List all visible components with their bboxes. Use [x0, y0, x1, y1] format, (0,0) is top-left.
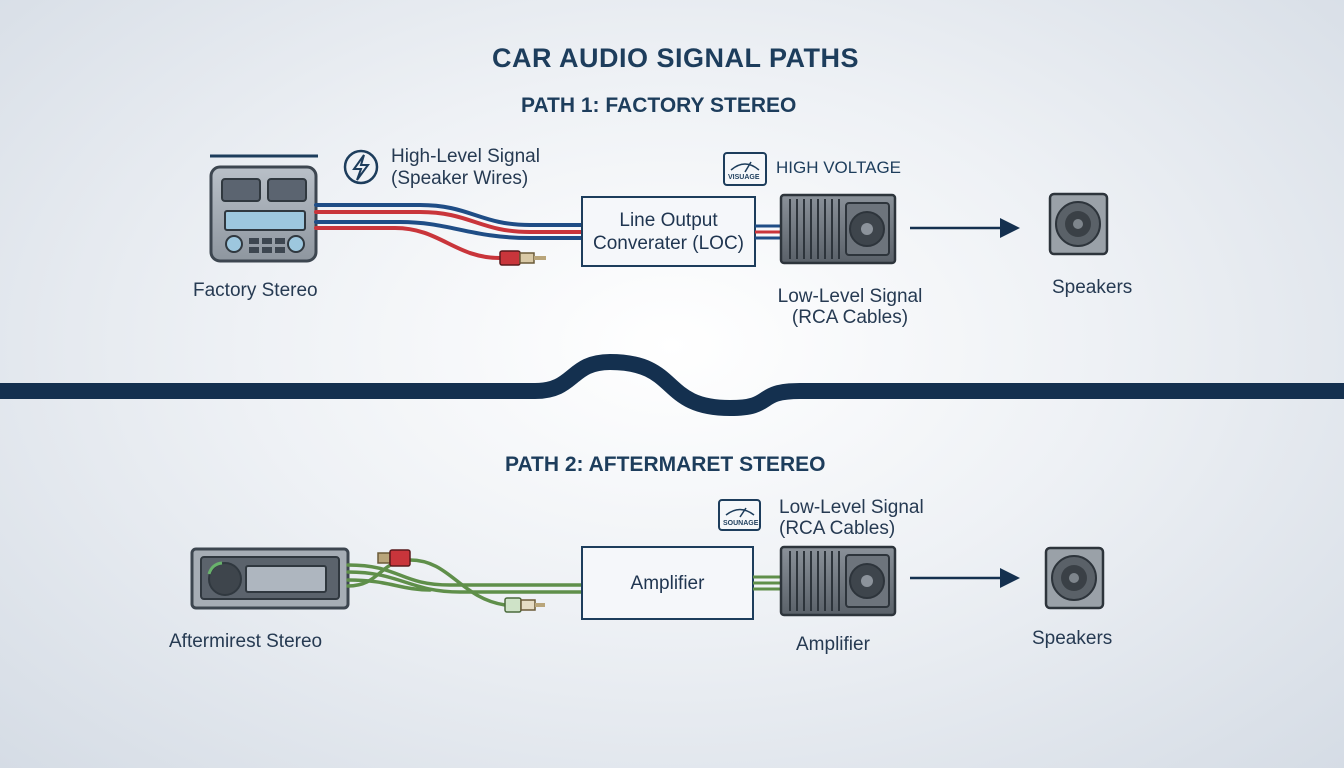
amplifier-box-label: Amplifier	[630, 572, 705, 594]
high-signal-line1: High-Level Signal	[391, 146, 540, 167]
low-signal-label: Low-Level Signal (RCA Cables)	[779, 497, 924, 539]
speaker-wires	[314, 203, 584, 260]
low-signal-line2: (RCA Cables)	[779, 518, 896, 539]
factory-stereo-device	[209, 165, 318, 263]
rca-plug-icon	[377, 549, 411, 567]
loc-line1: Line Output	[619, 209, 718, 231]
lightning-icon	[343, 149, 379, 185]
amplifier-label: Amplifier	[796, 634, 870, 655]
speaker-icon	[1048, 192, 1109, 256]
high-signal-label: High-Level Signal (Speaker Wires)	[391, 146, 540, 190]
low-signal-line1: Low-Level Signal	[779, 497, 924, 518]
path1-title: PATH 1: FACTORY STEREO	[521, 94, 797, 117]
speaker-icon	[1044, 546, 1105, 610]
loc-to-amp-wires	[755, 224, 781, 240]
rca-wires	[346, 558, 584, 607]
meter-label: VISUAGE	[728, 174, 760, 181]
speakers-label: Speakers	[1052, 277, 1133, 298]
meter-icon	[718, 499, 761, 531]
loc-label: Line Output Converater (LOC)	[582, 197, 755, 266]
page-title: CAR AUDIO SIGNAL PATHS	[492, 43, 860, 73]
arrow-right-icon	[910, 568, 1020, 588]
low-signal-label: Low-Level Signal (RCA Cables)	[760, 286, 940, 328]
amplifier-box	[581, 546, 754, 620]
factory-stereo-label: Factory Stereo	[193, 280, 318, 301]
speakers-label: Speakers	[1032, 628, 1113, 649]
high-voltage-label: HIGH VOLTAGE	[776, 158, 902, 177]
meter-icon	[723, 152, 767, 186]
path2-title: PATH 2: AFTERMARET STEREO	[505, 453, 826, 476]
loc-line2: Converater (LOC)	[593, 232, 744, 254]
high-signal-line2: (Speaker Wires)	[391, 168, 529, 189]
amplifier-device	[779, 193, 897, 265]
rca-plug-icon	[504, 597, 545, 613]
meter-label: SOUNAGE	[723, 520, 759, 527]
rca-plug-icon	[499, 250, 546, 266]
arrow-right-icon	[910, 218, 1020, 238]
low-signal-line2: (RCA Cables)	[791, 307, 909, 328]
wave-divider	[0, 353, 1344, 417]
amplifier-device	[779, 545, 897, 617]
low-signal-line1: Low-Level Signal	[777, 286, 923, 307]
box-to-amp-wires	[753, 575, 781, 591]
aftermarket-stereo-device	[190, 547, 350, 610]
loc-box	[581, 196, 756, 267]
aftermarket-stereo-label: Aftermirest Stereo	[169, 631, 323, 652]
